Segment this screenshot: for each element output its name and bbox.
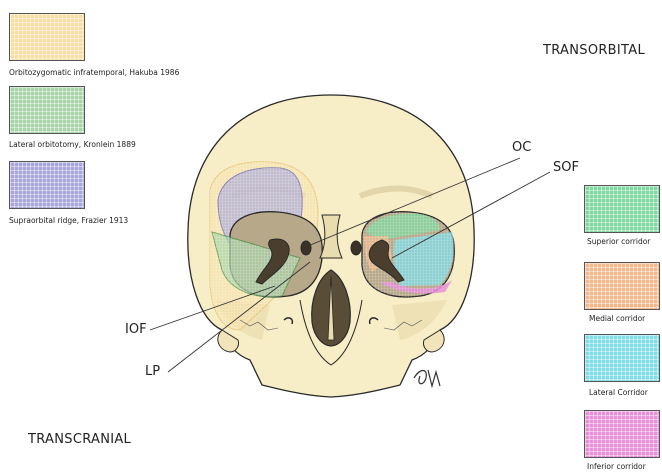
label-sof: SOF: [553, 160, 579, 175]
label-oc: OC: [512, 140, 531, 155]
left-optic-canal: [301, 241, 311, 255]
signature-mark: [414, 370, 440, 386]
label-iof: IOF: [125, 322, 147, 337]
label-lp: LP: [145, 364, 160, 379]
right-optic-canal: [351, 241, 361, 255]
